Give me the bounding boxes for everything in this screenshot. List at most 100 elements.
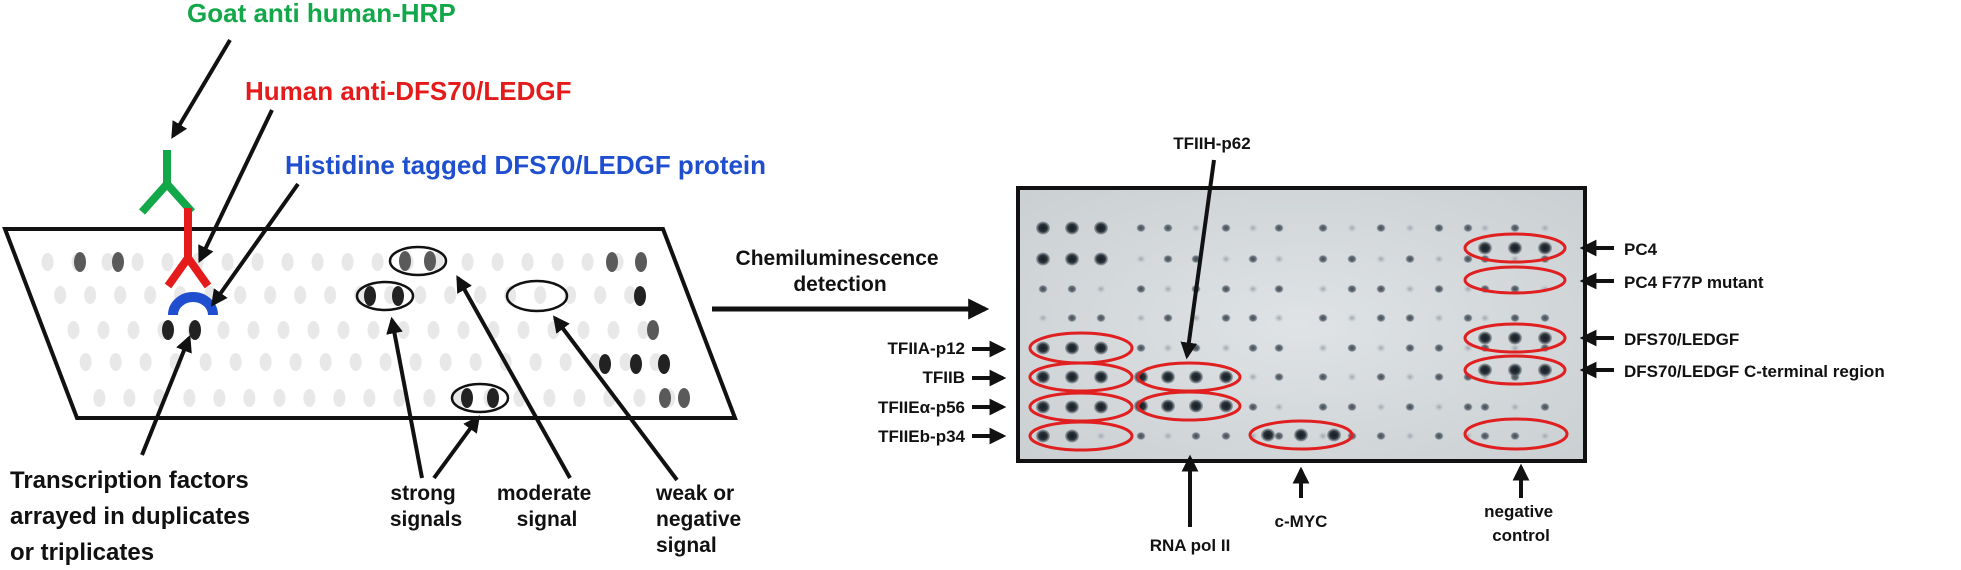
slide-spot	[461, 253, 474, 271]
blot-spot	[1274, 403, 1284, 411]
slide-spot	[534, 286, 547, 304]
slide-spot	[259, 353, 272, 371]
blot-signal-spot	[1508, 241, 1522, 255]
blot-spot	[1540, 314, 1550, 322]
blot-panel: TFIIH-p62 TFIIA-p12 TFIIB TFIIEα-p56 TFI…	[878, 134, 1885, 555]
blot-spot	[1318, 314, 1328, 322]
slide-spot	[423, 389, 436, 407]
slide-spot	[101, 253, 114, 271]
slide-spot	[457, 321, 470, 339]
blot-spot	[1434, 432, 1444, 440]
slide-spot	[444, 286, 457, 304]
blot-spot	[1347, 373, 1357, 381]
blot-signal-spot	[1161, 370, 1175, 384]
blot-spot	[1163, 224, 1173, 232]
slide-spot	[543, 389, 556, 407]
slide-spot	[633, 389, 646, 407]
slide-spot	[79, 353, 92, 371]
blot-spot	[1463, 314, 1473, 322]
blot-signal-spot	[1538, 363, 1552, 377]
blot-spot	[1434, 224, 1444, 232]
slide-spot	[114, 286, 127, 304]
blot-spot	[1248, 285, 1258, 293]
blot-spot	[1510, 344, 1520, 352]
blot-signal-spot	[1508, 331, 1522, 345]
slide-spot	[521, 253, 534, 271]
blot-signal-spot	[1478, 241, 1492, 255]
slide-spot	[213, 389, 226, 407]
blot-signal-spot	[1036, 341, 1050, 355]
slide-spot	[67, 321, 80, 339]
blot-spot	[1318, 224, 1328, 232]
protein-label-arrow	[211, 182, 300, 307]
blot-signal-spot	[1065, 429, 1079, 443]
signal-spot	[487, 388, 499, 408]
blot-signal-spot	[1478, 331, 1492, 345]
blot-signal-spot	[1327, 428, 1341, 442]
slide-spot	[41, 253, 54, 271]
slide-spot	[559, 353, 572, 371]
slide-spot	[393, 389, 406, 407]
slide-spot	[183, 389, 196, 407]
blot-spot	[1405, 224, 1415, 232]
slide-spot	[551, 253, 564, 271]
blot-signal-spot	[1065, 341, 1079, 355]
blot-signal-spot	[1036, 252, 1050, 266]
blot-signal-spot	[1094, 341, 1108, 355]
slide-spot	[367, 321, 380, 339]
blot-spot	[1221, 344, 1231, 352]
human-antibody-label: Human anti-DFS70/LEDGF	[245, 76, 571, 106]
oval-pc4-f77p	[1463, 265, 1567, 295]
slide-spot	[397, 321, 410, 339]
blot-spot	[1480, 403, 1490, 411]
blot-signal-spot	[1094, 370, 1108, 384]
blot-spot	[1434, 403, 1444, 411]
slide-spot	[333, 389, 346, 407]
blot-spot	[1318, 403, 1328, 411]
slide-spot	[427, 321, 440, 339]
label-pc4-f77p: PC4 F77P mutant	[1624, 273, 1764, 292]
blot-spot	[1510, 285, 1520, 293]
slide-spot	[491, 253, 504, 271]
blot-spot	[1510, 314, 1520, 322]
label-pc4: PC4	[1624, 240, 1658, 259]
slide-spot	[161, 253, 174, 271]
slide-spot	[294, 286, 307, 304]
slide-spot	[307, 321, 320, 339]
blot-signal-spot	[1189, 370, 1203, 384]
blot-spot	[1163, 285, 1173, 293]
slide-spot	[311, 253, 324, 271]
signal-spot	[678, 388, 690, 408]
blot-spot	[1405, 432, 1415, 440]
blot-spot	[1480, 314, 1490, 322]
slide-spot	[131, 253, 144, 271]
signal-spot	[189, 320, 201, 340]
slide-spot	[409, 353, 422, 371]
schematic-panel: Goat anti human-HRP Human anti-DFS70/LED…	[2, 0, 766, 566]
strong-signal-oval-upper	[355, 280, 415, 312]
blot-spot	[1136, 432, 1146, 440]
blot-spot	[1376, 403, 1386, 411]
blot-signal-spot	[1189, 399, 1203, 413]
blot-spot	[1318, 432, 1328, 440]
blot-signal-spot	[1261, 428, 1275, 442]
blot-signal-spot	[1036, 400, 1050, 414]
blot-spot	[1191, 432, 1201, 440]
blot-spot	[1347, 344, 1357, 352]
blot-signal-spot	[1161, 399, 1175, 413]
blot-spot	[1376, 255, 1386, 263]
blot-signal-spot	[1219, 399, 1233, 413]
slide-spot	[123, 389, 136, 407]
slide-spot	[469, 353, 482, 371]
oval-pc4	[1463, 232, 1567, 264]
blot-spot	[1163, 344, 1173, 352]
protein-label: Histidine tagged DFS70/LEDGF protein	[285, 150, 766, 180]
his-tagged-protein-icon	[168, 292, 218, 316]
blot-spot	[1540, 432, 1550, 440]
slide-spot	[199, 353, 212, 371]
label-tfiib: TFIIB	[923, 368, 966, 387]
slide-spot	[341, 253, 354, 271]
blot-signal-spot	[1065, 252, 1079, 266]
blot-spot	[1318, 344, 1328, 352]
blot-signal-spot	[1094, 252, 1108, 266]
